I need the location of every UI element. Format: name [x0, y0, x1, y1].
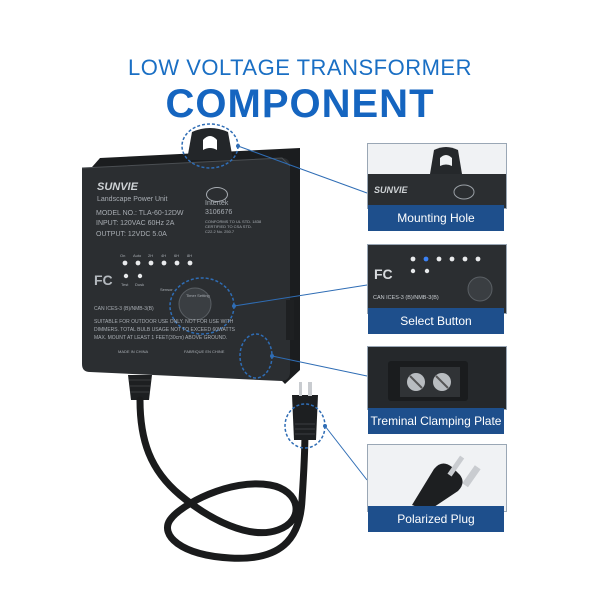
terminal-closeup	[388, 361, 468, 401]
device-brand: SUNVIE	[97, 181, 138, 193]
cert-line1: CONFORMS TO UL STD. 1838	[205, 219, 262, 224]
strain-relief	[128, 375, 152, 400]
callout-label-polarized-plug: Polarized Plug	[368, 506, 504, 532]
device-subtitle: Landscape Power Unit	[97, 196, 168, 203]
cert-name: Intertek	[205, 200, 229, 207]
cert-number: 3106676	[205, 209, 233, 216]
cert-line3: C22.2 No. 250.7	[205, 229, 235, 234]
led-label-dusk: Dusk	[135, 282, 145, 287]
power-cord	[136, 396, 309, 562]
callout-panel-mounting: SUNVIE	[367, 143, 507, 209]
led-label-test: Test	[121, 282, 129, 287]
device-ices: CAN ICES-3 (B)/NMB-3(B)	[94, 306, 154, 312]
device-front	[82, 158, 290, 381]
select-button-device	[178, 287, 212, 321]
device-sensor-label: Sensor	[160, 287, 173, 292]
callout-label-mounting-hole: Mounting Hole	[368, 205, 504, 231]
connector-plug	[324, 425, 368, 481]
connector-mounting	[237, 145, 368, 194]
plug-prong	[299, 382, 302, 396]
callout-panel-plug	[367, 444, 507, 512]
plug-prong	[308, 382, 312, 396]
terminal-side	[286, 300, 294, 340]
heading-line2: COMPONENT	[165, 82, 435, 126]
led-label-4h: 4H	[161, 253, 167, 258]
mounting-hole-icon	[203, 136, 217, 150]
closeup-ices: CAN ICES-3 (B)/NMB-3(B)	[373, 295, 439, 301]
device-timer-label: Timer Setting	[186, 293, 210, 298]
etl-logo	[206, 187, 228, 202]
device-made-in: MADE IN CHINA	[118, 349, 149, 354]
closeup-fcc-logo: FC	[374, 266, 393, 282]
device-warning2: DIMMERS. TOTAL BULB USAGE NOT TO EXCEED …	[94, 327, 235, 333]
device-fabrique: FABRIQUE EN CHINE	[184, 349, 225, 354]
led-indicator-row	[122, 260, 193, 279]
device-model: MODEL NO.: TLA-60-12DW	[96, 210, 184, 217]
cert-line2: CERTIFIED TO CSA STD.	[205, 224, 252, 229]
callout-panel-select: FC CAN ICES-3 (B)/NMB-3(B)	[367, 244, 507, 314]
led-label-2h: 2H	[148, 253, 154, 258]
polarized-plug-closeup	[412, 455, 481, 511]
led-label-6h: 6H	[174, 253, 180, 258]
device-warning1: SUITABLE FOR OUTDOOR USE ONLY. NOT FOR U…	[94, 319, 234, 325]
mounting-hole-closeup	[368, 147, 506, 208]
select-button-closeup	[410, 256, 493, 302]
callout-panel-terminal	[367, 346, 507, 410]
led-label-8h: 8H	[187, 253, 193, 258]
led-label-on: On	[120, 253, 126, 258]
heading-line1: LOW VOLTAGE TRANSFORMER	[128, 55, 472, 80]
plug-body	[292, 395, 318, 440]
device-warning3: MAX. MOUNT AT LEAST 1 FEET(30cm) ABOVE G…	[94, 335, 228, 341]
led-label-auto: Auto	[133, 253, 142, 258]
callout-label-select-button: Select Button	[368, 308, 504, 334]
connector-select	[233, 284, 368, 307]
device-output: OUTPUT: 12VDC 5.0A	[96, 231, 167, 238]
connector-terminal	[271, 355, 368, 377]
fcc-logo: FC	[94, 272, 113, 288]
closeup-brand: SUNVIE	[374, 185, 408, 195]
callout-label-terminal-clamping-plate: Treminal Clamping Plate	[368, 408, 504, 434]
device-input: INPUT: 120VAC 60Hz 2A	[96, 220, 175, 227]
